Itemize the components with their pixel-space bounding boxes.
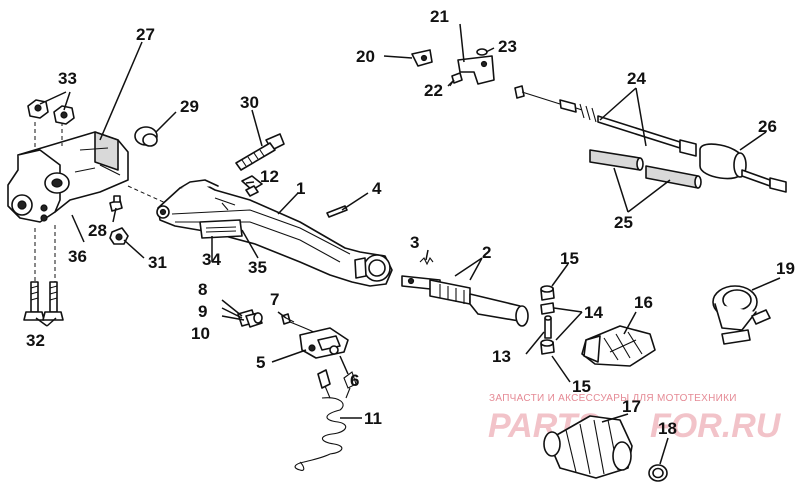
part-clip bbox=[241, 175, 263, 197]
callout-19: 19 bbox=[776, 259, 795, 278]
leader-lines bbox=[35, 23, 781, 465]
callout-7: 7 bbox=[270, 290, 279, 309]
part-throttle-cable bbox=[514, 85, 787, 193]
callout-26: 26 bbox=[758, 117, 777, 136]
part-handle-grip bbox=[543, 415, 633, 479]
callout-24: 24 bbox=[627, 69, 646, 88]
callout-27: 27 bbox=[136, 25, 155, 44]
callout-5: 5 bbox=[256, 353, 265, 372]
callout-1: 1 bbox=[296, 179, 305, 198]
callout-15-top: 15 bbox=[560, 249, 579, 268]
part-pivot-bolt bbox=[235, 133, 285, 171]
part-bolts bbox=[23, 281, 64, 321]
callout-4: 4 bbox=[372, 179, 382, 198]
callout-23: 23 bbox=[498, 37, 517, 56]
callout-6: 6 bbox=[350, 371, 359, 390]
callout-20: 20 bbox=[356, 47, 375, 66]
part-friction-ring bbox=[712, 285, 771, 345]
callout-8: 8 bbox=[198, 280, 207, 299]
callout-25: 25 bbox=[614, 213, 633, 232]
part-pivot-bracket bbox=[7, 122, 171, 282]
callout-13: 13 bbox=[492, 347, 511, 366]
part-grip-insert bbox=[581, 325, 656, 367]
callout-17: 17 bbox=[622, 397, 641, 416]
callout-11: 11 bbox=[364, 409, 382, 428]
part-stop-switch bbox=[289, 321, 349, 359]
part-bushings bbox=[540, 285, 555, 355]
part-cable-end bbox=[237, 309, 263, 328]
part-plug bbox=[134, 126, 158, 147]
part-nuts bbox=[27, 99, 75, 125]
watermark-brand-right: FOR.RU bbox=[650, 407, 782, 445]
callout-22: 22 bbox=[424, 81, 443, 100]
callout-10: 10 bbox=[191, 324, 210, 343]
callout-labels: 1 2 3 4 5 6 7 8 9 10 11 12 13 14 15 15 1… bbox=[26, 7, 795, 438]
part-ring bbox=[648, 464, 668, 482]
callout-18: 18 bbox=[658, 419, 677, 438]
part-tiller-arm bbox=[156, 179, 393, 287]
part-linkage-bracket bbox=[411, 48, 495, 87]
callout-33: 33 bbox=[58, 69, 77, 88]
callout-31: 31 bbox=[148, 253, 167, 272]
watermark-caption: ЗАПЧАСТИ И АКСЕССУАРЫ ДЛЯ МОТОТЕХНИКИ bbox=[489, 393, 737, 404]
callout-30: 30 bbox=[240, 93, 259, 112]
callout-35: 35 bbox=[248, 258, 267, 277]
callout-9: 9 bbox=[198, 302, 207, 321]
callout-14: 14 bbox=[584, 303, 603, 322]
part-lanyard bbox=[294, 369, 357, 471]
part-throttle-tube bbox=[401, 256, 529, 327]
callout-15-bottom: 15 bbox=[572, 377, 591, 396]
callout-3: 3 bbox=[410, 233, 419, 252]
callout-21: 21 bbox=[430, 7, 449, 26]
part-fittings bbox=[109, 195, 129, 245]
callout-29: 29 bbox=[180, 97, 199, 116]
callout-16: 16 bbox=[634, 293, 653, 312]
part-pin bbox=[326, 205, 348, 218]
callout-36: 36 bbox=[68, 247, 87, 266]
callout-28: 28 bbox=[88, 221, 107, 240]
callout-32: 32 bbox=[26, 331, 45, 350]
callout-34: 34 bbox=[202, 250, 221, 269]
callout-12: 12 bbox=[260, 167, 279, 186]
callout-2: 2 bbox=[482, 243, 491, 262]
